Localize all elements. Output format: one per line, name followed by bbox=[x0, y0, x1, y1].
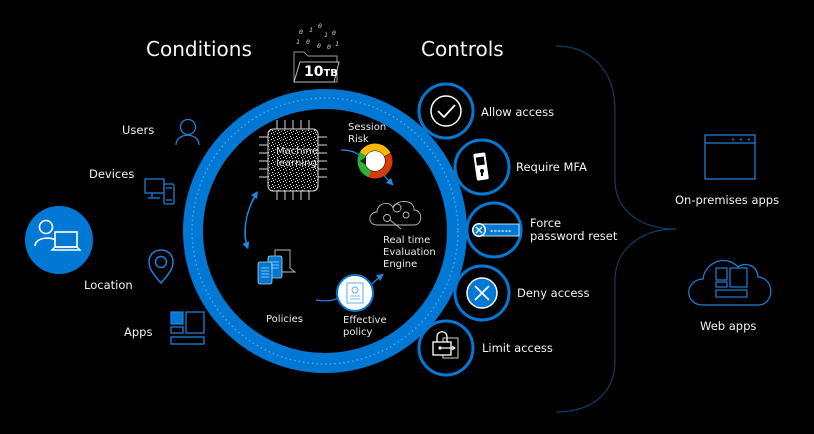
effective-policy-icon bbox=[336, 274, 374, 312]
password-reset-line-2: password reset bbox=[530, 229, 618, 243]
target-on-premises-label: On-premises apps bbox=[675, 193, 780, 207]
control-require-mfa-label[interactable]: Require MFA bbox=[516, 160, 587, 174]
condition-users-label: Users bbox=[122, 123, 155, 137]
password-reset-line-1: Force bbox=[530, 216, 562, 230]
controls-heading: Controls bbox=[421, 37, 504, 61]
session-risk-line-1: Session bbox=[348, 122, 387, 133]
session-risk-gauge bbox=[357, 143, 393, 179]
storage-unit: TB bbox=[323, 68, 338, 79]
control-allow-access-icon[interactable] bbox=[417, 82, 475, 140]
storage-badge: 10TB bbox=[304, 64, 338, 80]
svg-text:0: 0 bbox=[332, 29, 336, 37]
svg-text:0: 0 bbox=[317, 42, 321, 50]
user-icon bbox=[175, 118, 200, 146]
svg-text:1: 1 bbox=[309, 26, 313, 34]
storage-value: 10 bbox=[304, 64, 324, 80]
session-risk-line-2: Risk bbox=[348, 134, 369, 145]
cloud-gears-icon bbox=[369, 201, 422, 230]
location-pin-icon bbox=[148, 249, 174, 285]
machine-learning-chip-icon bbox=[259, 120, 327, 200]
condition-apps-label: Apps bbox=[124, 325, 153, 339]
evaluation-ring bbox=[183, 89, 467, 373]
engine-line-3: Engine bbox=[383, 259, 418, 270]
control-password-reset-label[interactable]: Force password reset bbox=[530, 217, 617, 243]
condition-devices-label: Devices bbox=[89, 167, 135, 181]
app-window-icon bbox=[704, 134, 756, 180]
svg-text:1: 1 bbox=[335, 40, 339, 48]
effective-policy-line-1: Effective bbox=[343, 315, 387, 326]
session-risk-label: Session Risk bbox=[348, 122, 386, 146]
control-limit-access-icon[interactable] bbox=[417, 319, 475, 377]
condition-location-label: Location bbox=[84, 278, 133, 292]
engine-line-2: Evaluation bbox=[383, 247, 436, 258]
policies-label: Policies bbox=[266, 314, 303, 325]
svg-text:******: ****** bbox=[490, 229, 512, 236]
effective-policy-line-2: policy bbox=[343, 327, 373, 338]
svg-text:1: 1 bbox=[324, 31, 328, 39]
svg-text:0: 0 bbox=[318, 22, 322, 30]
user-laptop-icon bbox=[25, 206, 93, 274]
svg-text:0: 0 bbox=[327, 43, 331, 51]
control-deny-access-label[interactable]: Deny access bbox=[517, 286, 590, 300]
control-limit-access-label[interactable]: Limit access bbox=[482, 341, 553, 355]
cloud-apps-icon bbox=[688, 260, 772, 306]
machine-learning-label: Machine learning bbox=[276, 146, 318, 169]
control-password-reset-icon[interactable]: ****** bbox=[465, 201, 523, 259]
control-deny-access-icon[interactable] bbox=[453, 264, 511, 322]
target-web-apps-label: Web apps bbox=[700, 319, 757, 333]
brace-connector bbox=[555, 45, 677, 413]
engine-line-1: Real time bbox=[383, 235, 431, 246]
policies-icon bbox=[257, 249, 297, 285]
control-require-mfa-icon[interactable] bbox=[453, 138, 511, 196]
real-time-engine-label: Real time Evaluation Engine bbox=[383, 235, 436, 271]
svg-text:0: 0 bbox=[299, 28, 303, 36]
svg-text:1: 1 bbox=[296, 38, 300, 46]
devices-icon bbox=[144, 178, 175, 205]
control-allow-access-label[interactable]: Allow access bbox=[481, 105, 555, 119]
conditions-heading: Conditions bbox=[146, 37, 252, 61]
svg-text:0: 0 bbox=[306, 38, 310, 46]
apps-icon bbox=[170, 311, 205, 345]
effective-policy-label: Effective policy bbox=[343, 315, 387, 339]
